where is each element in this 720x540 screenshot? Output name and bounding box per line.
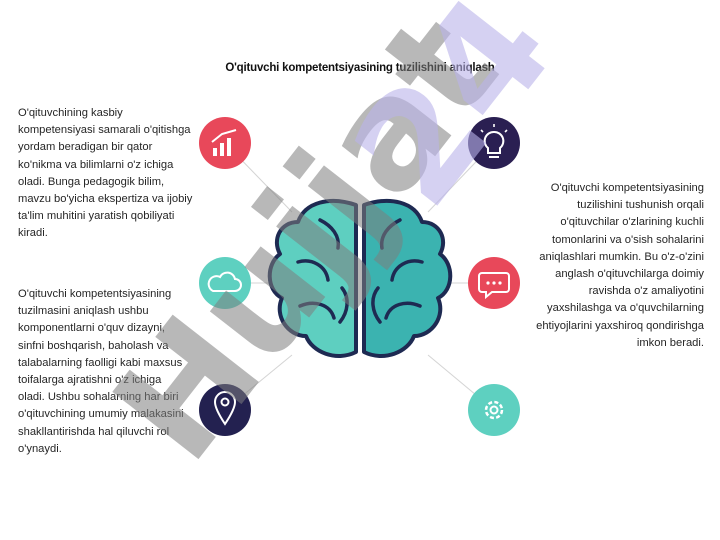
left-top-paragraph: O'qituvchining kasbiy kompetensiyasi sam…	[18, 107, 193, 240]
location-pin-icon	[199, 384, 251, 436]
connector-lines	[224, 142, 495, 411]
gear-icon	[468, 384, 520, 436]
chat-bubble-icon	[468, 257, 520, 309]
page-title: O'qituvchi kompetentsiyasining tuzilishi…	[225, 62, 495, 74]
growth-chart-icon	[199, 117, 251, 169]
left-bottom-paragraph: O'qituvchi kompetentsiyasining tuzilmasi…	[18, 288, 184, 455]
cloud-icon	[199, 257, 251, 309]
lightbulb-icon	[468, 117, 520, 169]
brain-illustration	[267, 198, 453, 358]
right-paragraph: O'qituvchi kompetentsiyasining tuzilishi…	[536, 182, 704, 349]
